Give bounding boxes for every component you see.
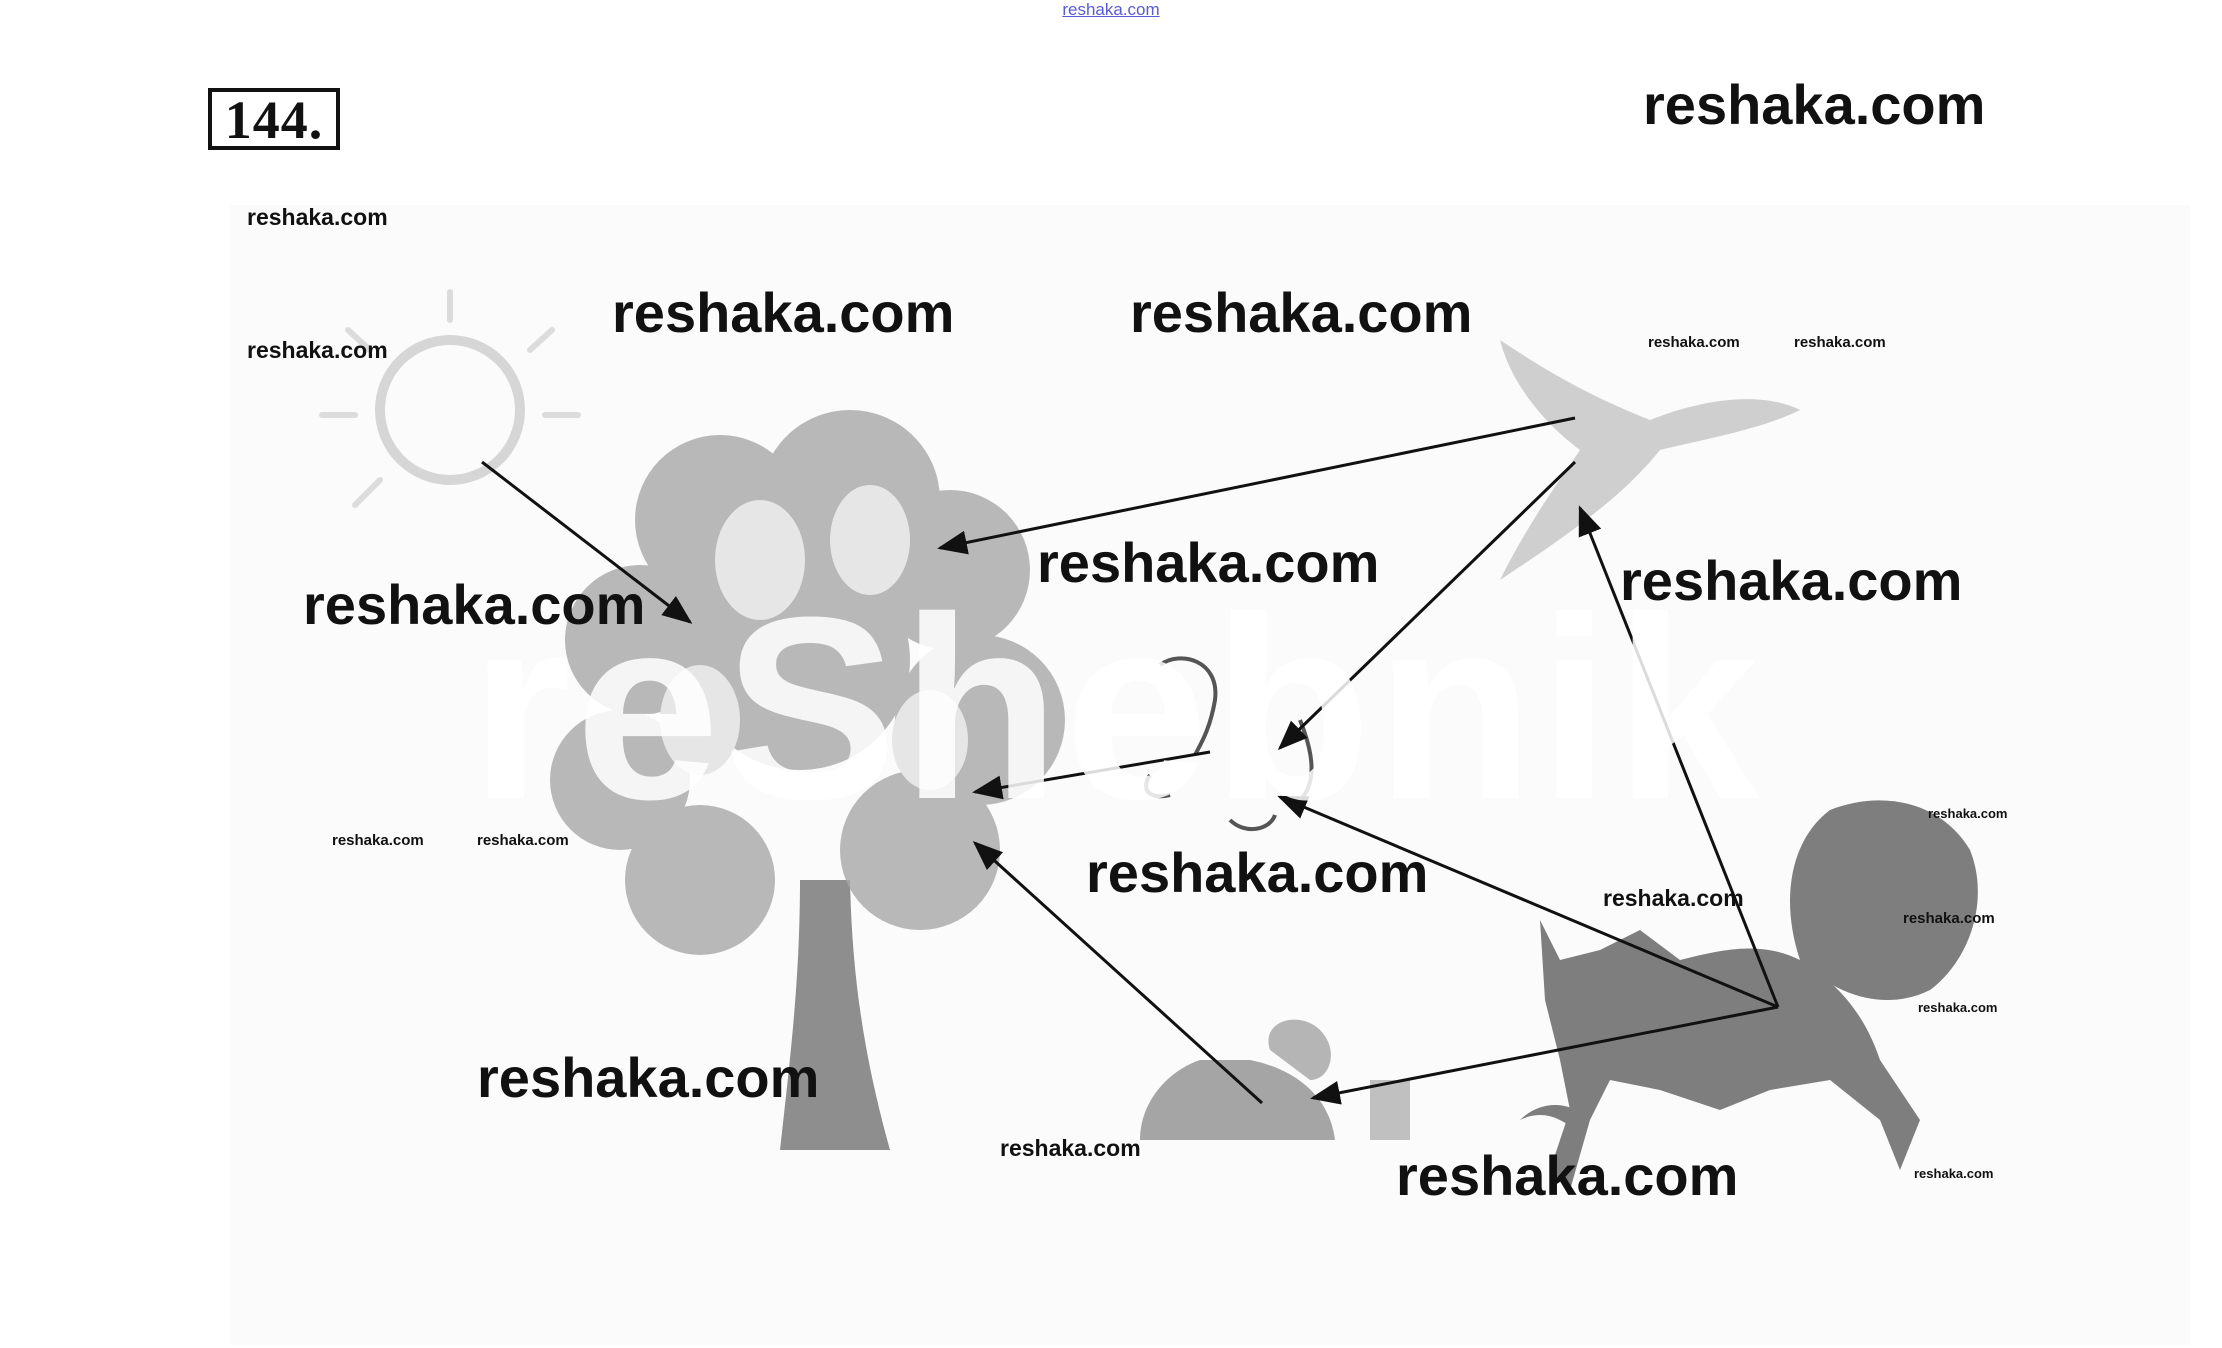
- arrow-butterfly-to-tree: [972, 750, 1211, 800]
- watermark: reshaka.com: [1648, 334, 1740, 351]
- sun-drawing: [319, 289, 581, 508]
- arrow-fox-to-butterfly: [1277, 795, 1779, 1009]
- watermark: reshaka.com: [1918, 1000, 1998, 1015]
- watermark: reshaka.com: [1000, 1135, 1141, 1161]
- arrow-mushroom-to-tree: [972, 840, 1264, 1105]
- arrow-fox-to-mushroom: [1310, 1005, 1779, 1105]
- watermark: reshaka.com: [1928, 806, 2008, 821]
- arrows: [481, 416, 1780, 1105]
- watermark: reshaka.com: [477, 832, 569, 849]
- watermark: reshaka.com: [1620, 549, 1963, 612]
- arrow-bird-to-butterfly: [1277, 460, 1577, 751]
- task-number: 144.: [208, 88, 340, 150]
- watermark: reshaka.com: [612, 281, 955, 344]
- mushroom-drawing: [1140, 1019, 1410, 1140]
- site-link[interactable]: reshaka.com: [1062, 0, 1160, 19]
- watermark: reshaka.com: [1603, 885, 1744, 911]
- watermark: reshaka.com: [1903, 910, 1995, 927]
- watermark-top-right: reshaka.com: [1643, 73, 1986, 136]
- watermark: reshaka.com: [1130, 281, 1473, 344]
- fox-drawing: [1520, 800, 1978, 1190]
- watermark: reshaka.com: [303, 573, 646, 636]
- watermark: reshaka.com: [1794, 334, 1886, 351]
- watermark-background: reShebnik: [470, 564, 1764, 854]
- watermark: reshaka.com: [1914, 1166, 1994, 1181]
- watermark: reshaka.com: [1086, 841, 1429, 904]
- arrow-sun-to-tree: [481, 460, 693, 624]
- bird-drawing: [1500, 340, 1800, 580]
- watermark: reshaka.com: [1037, 531, 1380, 594]
- watermark: reshaka.com: [247, 337, 388, 363]
- arrow-bird-to-tree: [937, 416, 1576, 555]
- watermark: reshaka.com: [477, 1046, 820, 1109]
- watermark: reshaka.com: [1396, 1144, 1739, 1207]
- arrow-fox-to-bird: [1578, 505, 1780, 1008]
- tree-drawing: [550, 410, 1065, 1150]
- watermark: reshaka.com: [247, 204, 388, 230]
- watermark: reshaka.com: [332, 832, 424, 849]
